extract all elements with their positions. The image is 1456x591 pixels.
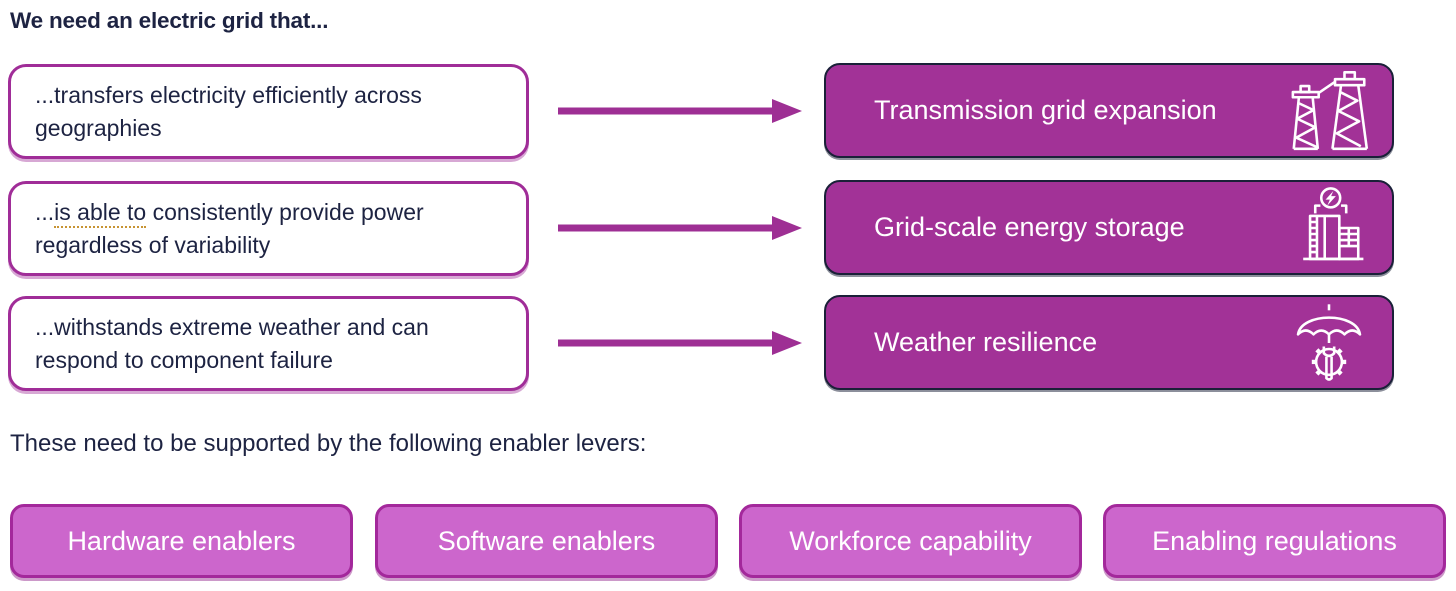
enabler-label: Enabling regulations	[1152, 525, 1397, 556]
lever-label: Grid-scale energy storage	[874, 212, 1185, 242]
battery-storage-icon	[1282, 185, 1376, 271]
arrow-right-icon	[558, 327, 802, 359]
enabler-box-software: Software enablers	[375, 504, 718, 578]
grammar-underlined-phrase: is able to	[54, 198, 147, 228]
umbrella-wrench-icon	[1282, 300, 1376, 386]
lever-label: Transmission grid expansion	[874, 95, 1217, 125]
need-text: ...withstands extreme weather and can re…	[35, 313, 429, 373]
arrow-right-icon	[558, 95, 802, 127]
arrow-right-icon	[558, 212, 802, 244]
need-text: ...is able to consistently provide power…	[35, 196, 502, 261]
need-box-consistent-power: ...is able to consistently provide power…	[8, 181, 529, 276]
lever-box-transmission-grid-expansion: Transmission grid expansion	[824, 63, 1394, 158]
enabler-box-regulations: Enabling regulations	[1103, 504, 1446, 578]
enabler-box-workforce: Workforce capability	[739, 504, 1082, 578]
need-text: ...transfers electricity efficiently acr…	[35, 81, 422, 141]
enabler-label: Hardware enablers	[67, 525, 296, 556]
enabler-label: Software enablers	[437, 525, 656, 556]
need-box-transfers-electricity: ...transfers electricity efficiently acr…	[8, 64, 529, 159]
enabler-box-hardware: Hardware enablers	[10, 504, 353, 578]
page-title: We need an electric grid that...	[10, 8, 329, 33]
need-text-suffix: consistently provide power regardless of…	[35, 198, 424, 258]
need-text-prefix: ...	[35, 198, 55, 225]
lever-label: Weather resilience	[874, 327, 1098, 357]
lever-box-weather-resilience: Weather resilience	[824, 295, 1394, 390]
need-box-withstands-weather: ...withstands extreme weather and can re…	[8, 296, 529, 391]
lever-box-grid-scale-energy-storage: Grid-scale energy storage	[824, 180, 1394, 275]
enablers-intro-text: These need to be supported by the follow…	[10, 430, 647, 457]
transmission-towers-icon	[1282, 68, 1376, 154]
enabler-label: Workforce capability	[789, 525, 1032, 556]
